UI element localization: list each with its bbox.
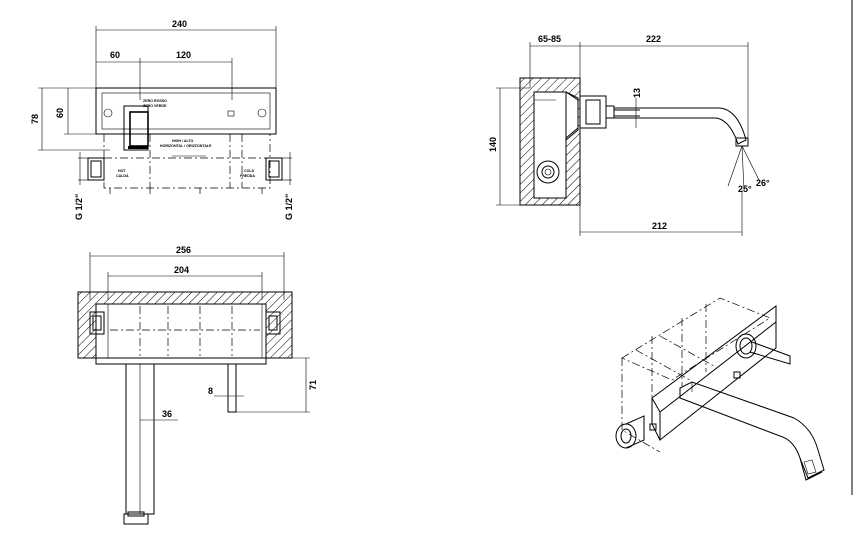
dim-13: 13 [632,88,642,98]
note-hot-sub: CALDA [116,174,129,178]
dim-angle-b: 26° [756,178,770,188]
dim-60: 60 [110,50,120,60]
dim-thread-left: G 1/2" [74,194,84,220]
front-view: 240 60 120 78 60 ZERO ROSSO ZERO VERDE H… [30,19,294,220]
dim-240: 240 [172,19,187,29]
side-view: 65-85 222 140 13 25° 26° [488,34,770,236]
note-label-a: ZERO ROSSO [143,99,167,103]
top-view: 256 204 36 8 [77,245,318,525]
note-cold-sub: FREDDA [240,174,255,178]
note-level-sub: HORIZONTAL / ORIZZONTALE [160,144,212,148]
dim-256: 256 [176,245,191,255]
dim-thread-right: G 1/2" [284,194,294,220]
note-cold: COLD [244,169,255,173]
note-level: HIGH / ALTO [172,139,193,143]
dim-222: 222 [646,34,661,44]
dim-71: 71 [308,380,318,390]
dim-140: 140 [488,137,498,152]
isometric-view [615,297,825,481]
dim-120: 120 [176,50,191,60]
dim-204: 204 [174,265,189,275]
dim-8: 8 [208,386,213,396]
dim-60-vertical: 60 [55,108,65,118]
dim-36: 36 [162,409,172,419]
dim-65-85: 65-85 [538,34,561,44]
note-label-b: ZERO VERDE [143,104,167,108]
note-hot: HOT [118,169,126,173]
dim-212: 212 [652,221,667,231]
dim-angle-a: 25° [738,184,752,194]
dim-78: 78 [30,114,40,124]
